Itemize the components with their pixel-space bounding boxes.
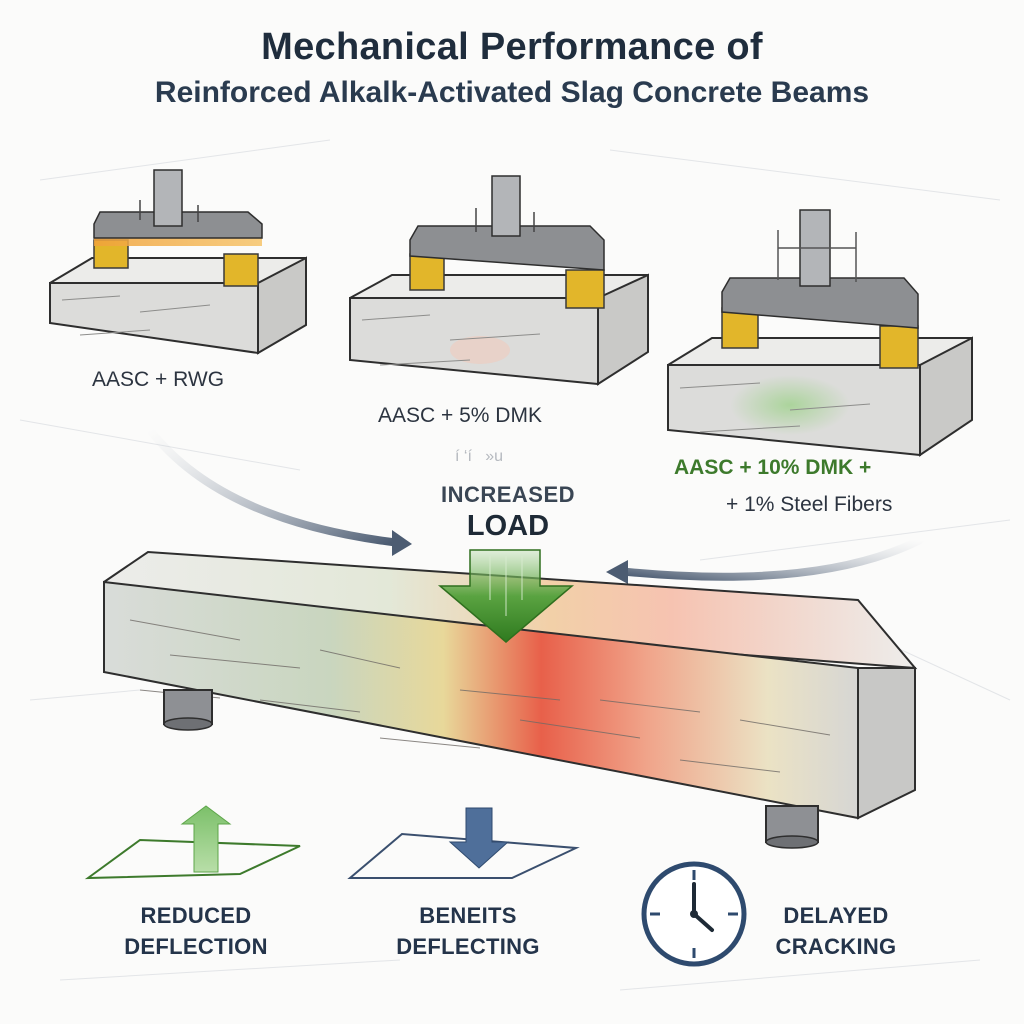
specimen-2-loading-rig — [409, 175, 605, 309]
curved-arrow-left-head — [392, 530, 412, 556]
outcome-2-line-1: BENEITS — [419, 903, 517, 928]
specimen-1-beam — [49, 256, 307, 355]
specimen-3-label-line-1: AASC + 10% DMK + — [674, 456, 872, 479]
faint-text: í ‘í »u — [455, 448, 504, 465]
load-label-top: INCREASED — [440, 482, 576, 507]
outcome-3-line-2: CRACKING — [775, 934, 897, 959]
curved-arrow-right-head — [606, 560, 628, 584]
outcome-1-label: REDUCED DEFLECTION — [96, 900, 296, 962]
specimen-1-loading-rig — [93, 169, 263, 287]
clock-icon — [641, 861, 747, 967]
outcome-3-label: DELAYED CRACKING — [746, 900, 926, 962]
outcome-1-line-2: DEFLECTION — [124, 934, 268, 959]
title-line-2: Reinforced Alkalk-Activated Slag Concret… — [154, 76, 870, 109]
load-arrow — [437, 549, 575, 643]
curved-arrow-left — [146, 426, 396, 546]
main-beam-supports — [163, 689, 819, 849]
specimen-3-loading-rig — [721, 209, 919, 369]
curved-arrow-right — [624, 536, 924, 581]
up-arrow-icon — [84, 805, 301, 880]
specimen-3-label-line-2: + 1% Steel Fibers — [726, 493, 893, 516]
title-line-1: Mechanical Performance of — [261, 26, 763, 68]
specimen-3-beam — [667, 336, 973, 457]
specimen-2-label: AASC + 5% DMK — [378, 404, 542, 427]
load-label-main: LOAD — [466, 510, 550, 542]
outcome-2-label: BENEITS DEFLECTING — [368, 900, 568, 962]
down-arrow-icon — [347, 807, 580, 879]
outcome-2-line-2: DEFLECTING — [396, 934, 540, 959]
outcome-1-line-1: REDUCED — [140, 903, 252, 928]
specimen-1-label: AASC + RWG — [92, 368, 225, 391]
outcome-3-line-1: DELAYED — [783, 903, 889, 928]
